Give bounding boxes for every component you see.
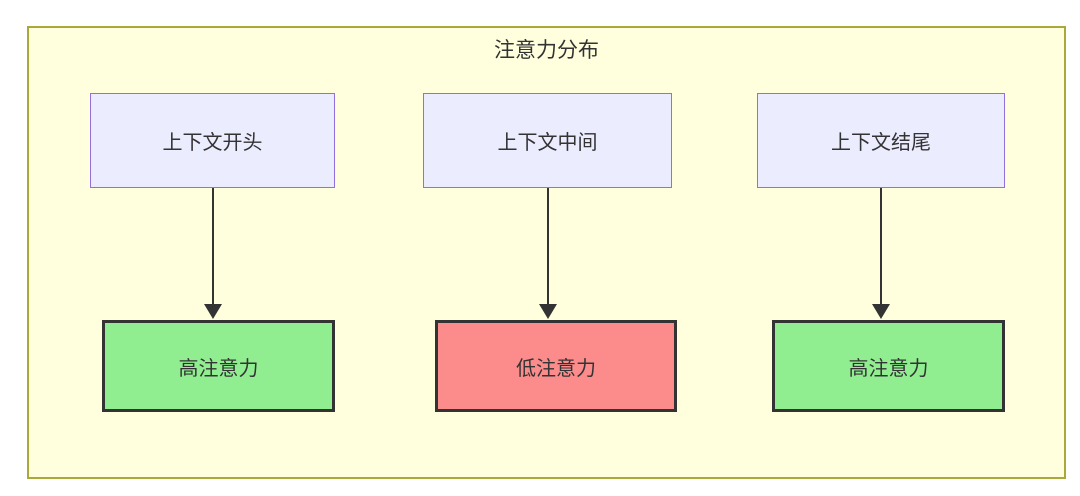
node-context-end-label: 上下文结尾 <box>831 132 931 154</box>
arrow-middle-to-low <box>547 188 549 307</box>
arrowhead-icon <box>872 304 890 319</box>
node-low-attention: 低注意力 <box>435 320 677 412</box>
node-context-start-label: 上下文开头 <box>162 132 263 154</box>
node-high-attention-2: 高注意力 <box>772 320 1005 412</box>
arrow-start-to-high <box>212 188 214 307</box>
diagram-title: 注意力分布 <box>494 39 599 62</box>
node-high-attention-1: 高注意力 <box>102 320 335 412</box>
node-context-start: 上下文开头 <box>90 93 335 188</box>
node-context-middle: 上下文中间 <box>423 93 672 188</box>
node-high-attention-1-label: 高注意力 <box>178 357 259 380</box>
node-context-end: 上下文结尾 <box>757 93 1005 188</box>
node-high-attention-2-label: 高注意力 <box>848 357 929 380</box>
node-low-attention-label: 低注意力 <box>516 357 596 380</box>
arrow-end-to-high <box>880 188 882 307</box>
arrowhead-icon <box>204 304 222 319</box>
arrowhead-icon <box>539 304 557 319</box>
node-context-middle-label: 上下文中间 <box>497 132 598 154</box>
